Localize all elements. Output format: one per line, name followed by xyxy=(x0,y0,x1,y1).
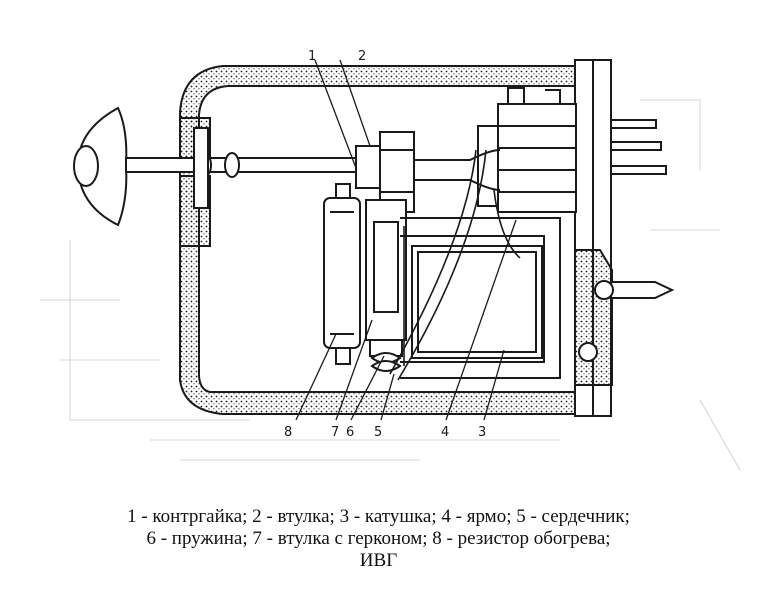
core-and-leads xyxy=(389,149,521,381)
caption-line-2: 6 - пружина; 7 - втулка с герконом; 8 - … xyxy=(146,528,611,549)
label-part-8: 8 xyxy=(284,425,292,440)
leader-lines xyxy=(295,59,517,421)
heating-resistor xyxy=(323,183,361,365)
caption-line-3: ИВГ xyxy=(359,550,398,571)
yoke xyxy=(400,217,561,379)
counter-nut-and-bushing xyxy=(355,131,501,213)
label-part-2: 2 xyxy=(358,49,366,64)
caption-line-1: 1 - контргайка; 2 - втулка; 3 - катушка;… xyxy=(127,506,630,527)
label-part-3: 3 xyxy=(478,425,486,440)
label-part-4: 4 xyxy=(441,425,449,440)
figure-caption: 1 - контргайка; 2 - втулка; 3 - катушка;… xyxy=(0,506,757,572)
coil xyxy=(411,245,543,359)
label-part-7: 7 xyxy=(331,425,339,440)
connector-pins xyxy=(578,119,675,362)
label-part-1: 1 xyxy=(308,49,316,64)
wall-gland xyxy=(179,117,211,247)
device-cross-section-diagram: 1 2 8 7 6 5 4 3 xyxy=(40,49,741,471)
label-part-5: 5 xyxy=(374,425,382,440)
background-faint-lines xyxy=(40,99,741,471)
adjusting-rod xyxy=(73,106,359,227)
label-part-6: 6 xyxy=(346,425,354,440)
mounting-flange xyxy=(574,59,613,417)
reed-bushing xyxy=(365,199,407,372)
terminal-block xyxy=(477,87,577,213)
